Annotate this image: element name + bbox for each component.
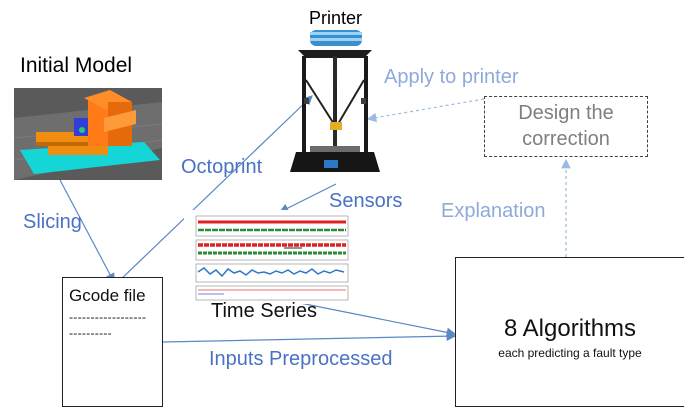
time-series-plots-image bbox=[184, 210, 354, 304]
gcode-line-1: ------------------ bbox=[69, 310, 147, 324]
algorithms-subtitle: each predicting a fault type bbox=[498, 346, 642, 360]
octoprint-label: Octoprint bbox=[181, 156, 263, 178]
algorithms-box: 8 Algorithms each predicting a fault typ… bbox=[455, 257, 684, 407]
slicing-label: Slicing bbox=[23, 211, 82, 233]
gcode-line-2: ---------- bbox=[69, 326, 112, 340]
sliced-model-image bbox=[14, 88, 162, 180]
inputs-preprocessed-label: Inputs Preprocessed bbox=[209, 348, 393, 370]
slicing-arrow bbox=[59, 179, 115, 284]
design-correction-line1: Design the bbox=[518, 102, 614, 124]
initial-model-label: Initial Model bbox=[20, 54, 133, 77]
octoprint-arrow bbox=[117, 95, 313, 283]
printer-image bbox=[290, 30, 380, 172]
sensors-arrow bbox=[278, 183, 337, 213]
design-correction-box: Design the correction bbox=[484, 96, 648, 157]
gcode-title: Gcode file bbox=[69, 286, 146, 305]
gcode-to-algorithms-arrow bbox=[162, 331, 457, 343]
sensors-label: Sensors bbox=[329, 190, 403, 212]
explanation-label: Explanation bbox=[441, 200, 546, 222]
apply-to-printer-label: Apply to printer bbox=[384, 66, 519, 88]
algorithms-title: 8 Algorithms bbox=[503, 315, 637, 342]
design-correction-line2: correction bbox=[522, 128, 610, 150]
gcode-file-box: Gcode file ------------------ ---------- bbox=[62, 277, 163, 407]
printer-label: Printer bbox=[309, 8, 363, 28]
apply-arrow bbox=[366, 98, 485, 123]
time-series-label: Time Series bbox=[211, 300, 317, 322]
